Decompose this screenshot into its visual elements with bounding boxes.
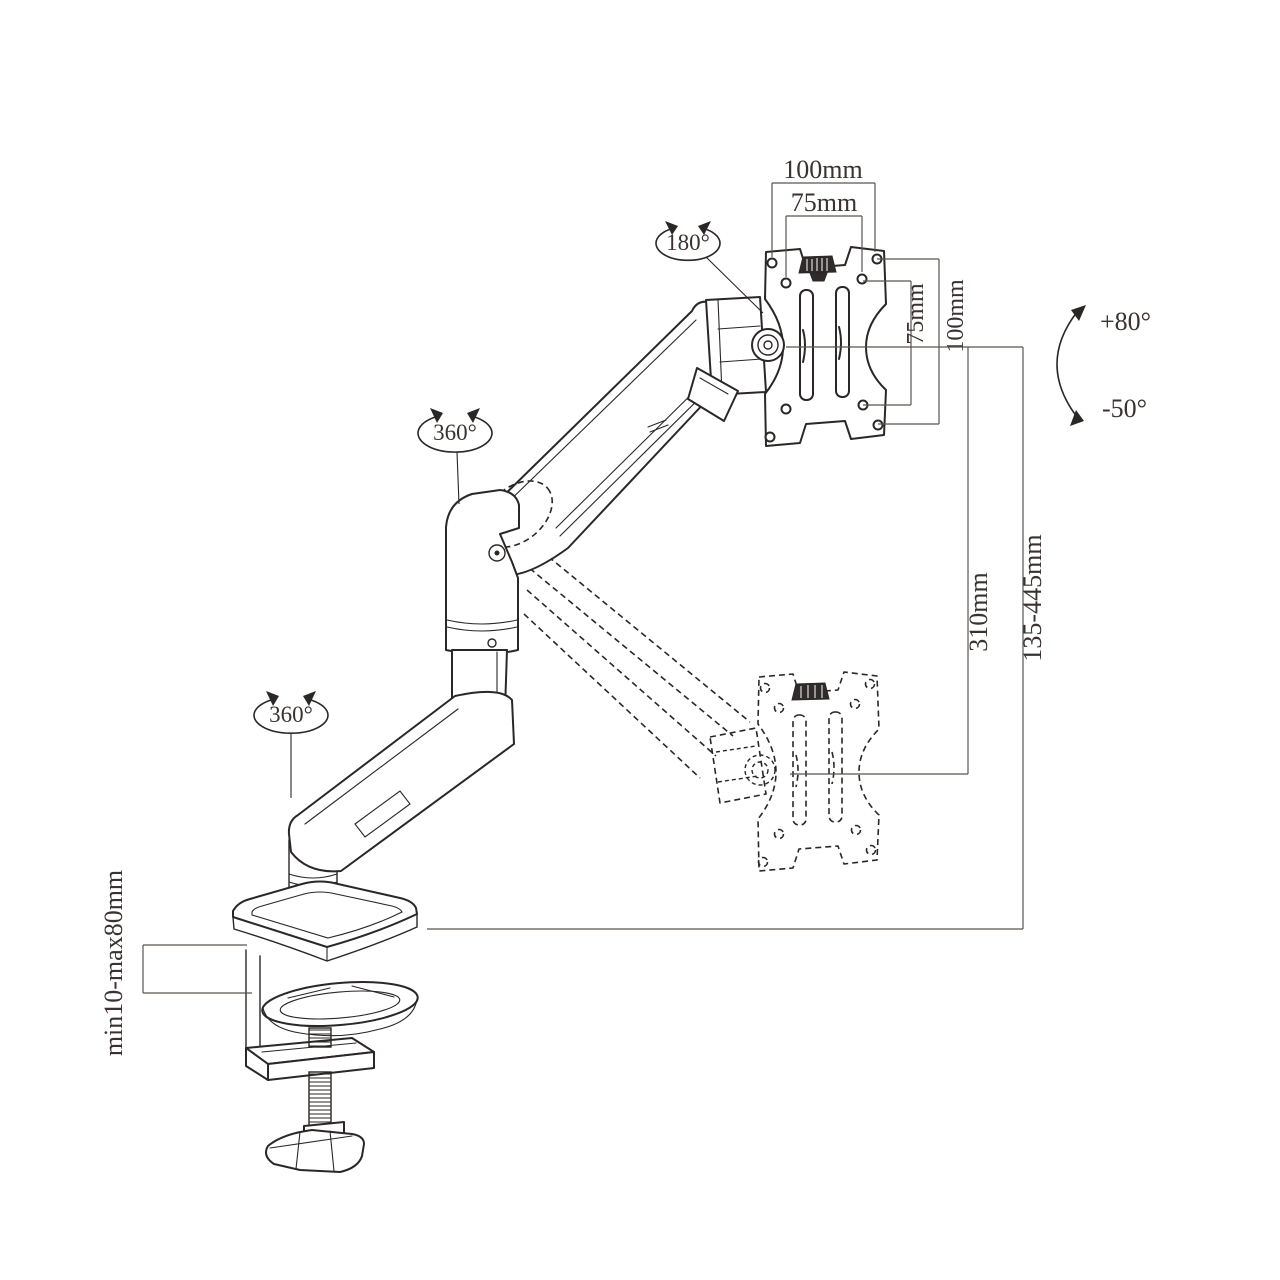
vesa-plate-ghost [757,671,880,872]
clamp-pad [261,981,419,1037]
tilt-arc [1056,311,1078,418]
dimension-clamp-thickness [142,944,252,994]
dimension-vesa-width-75 [785,215,863,277]
desk-base-plate [232,880,418,962]
ghost-head-joint [709,727,776,804]
ghost-elbow-cap [480,480,554,548]
dimension-vesa-height-75 [863,280,912,406]
clamp-screw-lower [308,1071,332,1127]
ghost-arm-edge [526,589,717,757]
clamp-back-plate [245,949,261,1057]
clamp-screw-upper [308,1027,332,1048]
rotation-arc-180 [655,227,721,262]
label-swivel-mid: 360° [433,420,477,445]
label-vesa-width-100: 100mm [783,155,862,184]
upper-arm [477,300,724,577]
label-clamp-thickness: min10-max80mm [99,870,128,1056]
dimensions: 100mm 75mm 75mm 100mm 310mm 135-445mm mi… [99,155,1047,1056]
label-tilt-down: -50° [1102,394,1147,423]
label-swivel-head: 180° [666,230,710,255]
dimension-height-range [427,347,1024,930]
head-joint [687,296,785,422]
ghost-arm-edge [532,543,751,723]
clamp-jaw-side [245,1047,269,1081]
dimension-vesa-width-100 [771,182,876,257]
lower-arm [287,690,515,873]
rotation-arc-360-mid [417,415,493,453]
label-tilt-up: +80° [1100,307,1151,336]
label-swivel-base: 360° [269,702,313,727]
label-height-range: 135-445mm [1018,534,1047,661]
ghost-arm-edge [523,613,701,779]
clamp-knob [265,1121,365,1173]
label-lift-range: 310mm [964,572,993,651]
rotation-annotations: 180° 360° 360° +80° -50° [253,221,1151,798]
ghost-arm-edge [521,561,734,737]
label-vesa-width-75: 75mm [791,188,857,217]
label-vesa-height-75: 75mm [903,283,929,345]
ghost-thumbscrew [791,682,830,701]
label-vesa-height-100: 100mm [943,279,969,353]
head-pivot [751,328,785,362]
dimension-vesa-height-100 [877,258,940,425]
dimension-lift-range [790,347,969,775]
ghost-arm-lowered-position [521,543,751,779]
vesa-thumbscrew [798,255,837,282]
desk-clamp [245,949,419,1173]
riser-elbow [445,489,520,717]
